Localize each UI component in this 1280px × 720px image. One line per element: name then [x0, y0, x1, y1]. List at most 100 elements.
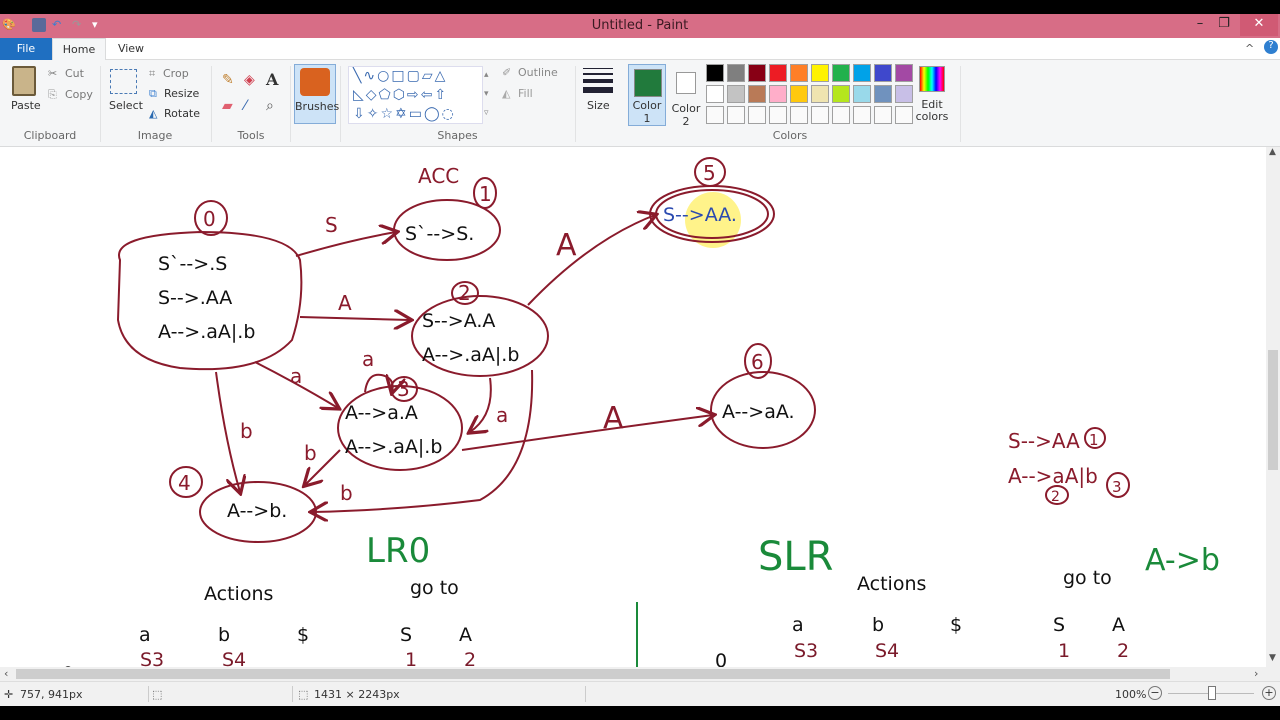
palette-swatch[interactable]: [727, 106, 745, 124]
transition-3-4: [305, 449, 341, 485]
item: S-->A.A: [422, 310, 495, 332]
cell: 1: [1058, 640, 1070, 662]
transition-label: b: [240, 419, 253, 443]
vertical-scroll-thumb[interactable]: [1268, 350, 1278, 470]
copy-button[interactable]: Copy: [65, 88, 93, 101]
palette-swatch[interactable]: [874, 106, 892, 124]
palette-swatch[interactable]: [853, 64, 871, 82]
palette-swatch[interactable]: [853, 85, 871, 103]
palette-swatch[interactable]: [706, 106, 724, 124]
item: S-->AA.: [663, 204, 737, 226]
palette-swatch[interactable]: [769, 106, 787, 124]
save-icon[interactable]: [32, 18, 46, 32]
magnifier-icon[interactable]: ⌕: [266, 98, 274, 114]
tab-file[interactable]: File: [0, 38, 52, 60]
transition-label: a: [362, 347, 374, 371]
horizontal-scrollbar[interactable]: ‹ ›: [0, 667, 1266, 681]
palette-swatch[interactable]: [748, 85, 766, 103]
resize-button[interactable]: Resize: [164, 87, 200, 100]
image-group-label: Image: [137, 129, 173, 142]
cut-button[interactable]: Cut: [65, 67, 84, 80]
color-picker-icon[interactable]: ⁄: [244, 98, 247, 114]
cut-icon: ✂: [48, 67, 58, 80]
row-state: 0: [62, 663, 74, 667]
transition-2-3: [470, 377, 492, 432]
color1-button[interactable]: Color 1: [628, 64, 666, 126]
col-header: b: [872, 614, 884, 636]
zoom-out-button[interactable]: −: [1148, 686, 1162, 700]
palette-swatch[interactable]: [727, 64, 745, 82]
select-button[interactable]: Select: [109, 99, 143, 112]
pencil-icon[interactable]: ✎: [222, 72, 234, 88]
palette-swatch[interactable]: [895, 106, 913, 124]
palette-swatch[interactable]: [895, 85, 913, 103]
state-number: 6: [751, 350, 764, 374]
brushes-button[interactable]: Brushes: [294, 64, 339, 124]
rule-2: A-->aA|b: [1008, 464, 1098, 488]
transition-0-1: [295, 232, 396, 257]
transition-label: A: [556, 228, 577, 263]
rotate-button[interactable]: Rotate: [164, 107, 201, 120]
zoom-in-button[interactable]: +: [1262, 686, 1276, 700]
palette-swatch[interactable]: [895, 64, 913, 82]
horizontal-scroll-thumb[interactable]: [16, 669, 1170, 679]
fill-button[interactable]: Fill: [518, 87, 533, 100]
palette-swatch[interactable]: [832, 106, 850, 124]
image-size-icon: ⬚: [298, 688, 309, 701]
palette-swatch[interactable]: [874, 64, 892, 82]
eraser-icon[interactable]: ▰: [222, 98, 233, 114]
zoom-level: 100%: [1115, 688, 1147, 701]
paste-button[interactable]: Paste: [11, 99, 41, 112]
edit-colors-icon: [919, 66, 945, 92]
tab-view[interactable]: View: [117, 42, 145, 55]
color2-button[interactable]: Color 2: [668, 64, 704, 128]
palette-swatch[interactable]: [832, 64, 850, 82]
palette-swatch[interactable]: [769, 85, 787, 103]
item: A-->.aA|.b: [158, 321, 255, 343]
redo-icon[interactable]: ↷: [72, 18, 82, 31]
shapes-gallery[interactable]: ╲∿○□▢▱△◺◇⬠⬡⇨⇦⇧⇩✧☆✡▭◯◌: [348, 66, 483, 124]
help-icon[interactable]: ?: [1264, 40, 1278, 54]
palette-swatch[interactable]: [790, 64, 808, 82]
palette-swatch[interactable]: [727, 85, 745, 103]
fill-bucket-icon[interactable]: ◈: [244, 72, 255, 88]
tab-home[interactable]: Home: [52, 38, 106, 60]
palette-swatch[interactable]: [706, 64, 724, 82]
state-number: 2: [458, 281, 471, 305]
palette-swatch[interactable]: [748, 106, 766, 124]
resize-icon: ⧉: [149, 87, 157, 100]
image-size: 1431 × 2243px: [314, 688, 400, 701]
palette-swatch[interactable]: [790, 106, 808, 124]
palette-swatch[interactable]: [832, 85, 850, 103]
shapes-scroll-icon[interactable]: ▴▾▿: [484, 70, 489, 118]
text-tool-icon[interactable]: A: [266, 70, 279, 89]
outline-button[interactable]: Outline: [518, 66, 558, 79]
drawing-canvas[interactable]: S`-->.S S-->.AA A-->.aA|.b 0 S`-->S. 1 A…: [0, 147, 1266, 667]
palette-swatch[interactable]: [706, 85, 724, 103]
restore-button[interactable]: ❐: [1218, 16, 1230, 31]
palette-swatch[interactable]: [748, 64, 766, 82]
close-button[interactable]: ✕: [1240, 14, 1278, 36]
paint-app-icon[interactable]: 🎨: [2, 18, 16, 31]
zoom-slider-thumb[interactable]: [1208, 686, 1216, 700]
size-button[interactable]: Size: [587, 99, 610, 112]
palette-swatch[interactable]: [769, 64, 787, 82]
state-2: S-->A.A A-->.aA|.b 2: [422, 281, 519, 366]
palette-swatch[interactable]: [853, 106, 871, 124]
palette-swatch[interactable]: [811, 106, 829, 124]
vertical-scrollbar[interactable]: ▲ ▼: [1266, 147, 1280, 681]
paste-icon[interactable]: [12, 66, 36, 96]
palette-swatch[interactable]: [790, 85, 808, 103]
collapse-ribbon-icon[interactable]: ^: [1245, 42, 1255, 55]
palette-swatch[interactable]: [811, 85, 829, 103]
palette-swatch[interactable]: [811, 64, 829, 82]
crop-button[interactable]: Crop: [163, 67, 189, 80]
actions-header: Actions: [857, 573, 926, 595]
undo-icon[interactable]: ↶: [52, 18, 62, 31]
select-icon[interactable]: [110, 69, 137, 94]
minimize-button[interactable]: –: [1196, 16, 1204, 31]
palette-swatch[interactable]: [874, 85, 892, 103]
state-6: A-->aA. 6: [722, 350, 795, 423]
customize-toolbar-icon[interactable]: ▾: [92, 18, 98, 31]
